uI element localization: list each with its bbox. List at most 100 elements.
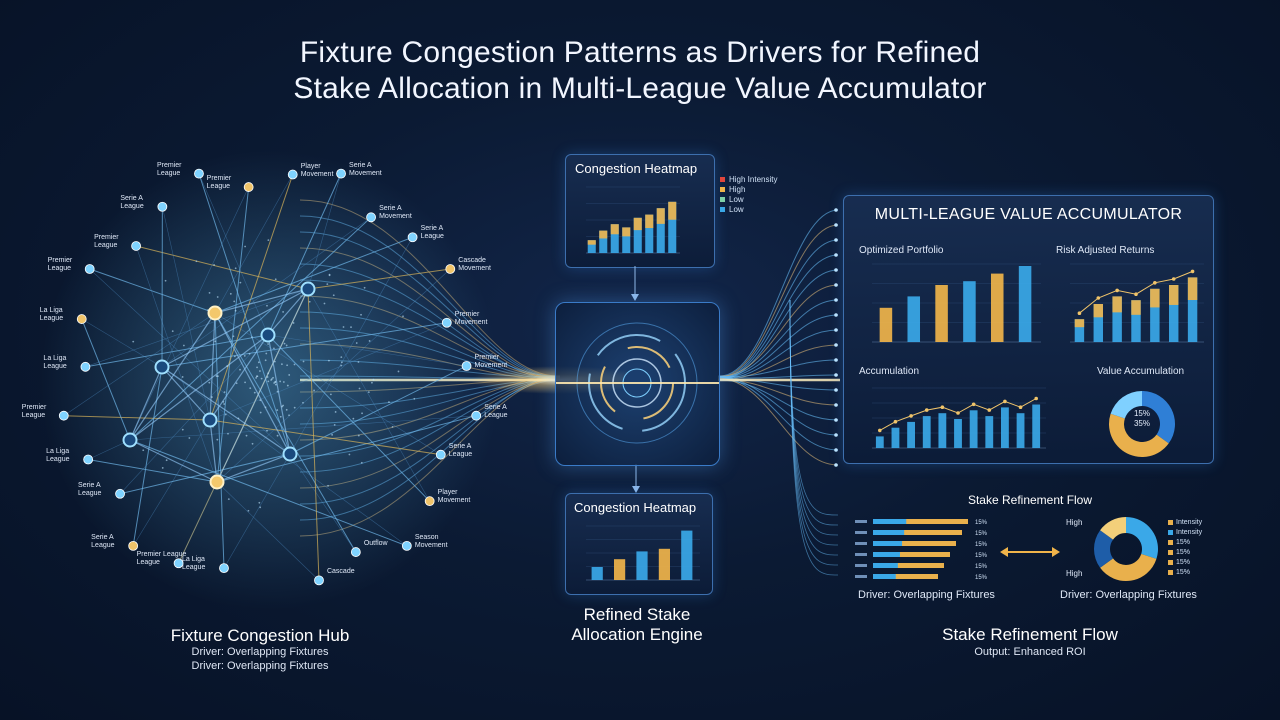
stake-flow-title: Stake Refinement Flow xyxy=(950,493,1110,507)
trend-point xyxy=(1078,311,1082,315)
legend-swatch xyxy=(1168,570,1173,575)
hub-sparkle xyxy=(223,403,225,405)
hub-sparkle xyxy=(225,414,227,416)
hub-sparkle xyxy=(352,418,354,420)
hub-sparkle xyxy=(413,398,415,400)
chart-bar xyxy=(659,549,670,580)
hub-sparkle xyxy=(402,315,404,317)
flow-endpoint xyxy=(834,328,838,332)
hub-node-label: La Liga League xyxy=(43,355,66,371)
hub-sparkle xyxy=(350,326,352,328)
chart-bar-segment xyxy=(634,218,642,230)
hub-sparkle xyxy=(398,371,400,373)
trend-point xyxy=(972,403,976,407)
trend-point xyxy=(1172,277,1176,281)
hub-sparkle xyxy=(329,274,331,276)
hub-sparkle xyxy=(172,330,174,332)
stake-bar-pct: 15% xyxy=(975,520,988,526)
hub-node-label: Cascade Movement xyxy=(458,257,491,273)
hub-node-label: Premier League xyxy=(207,175,232,191)
trend-point xyxy=(878,429,882,433)
arrow-down-bottom xyxy=(626,464,646,494)
donut-text-1: 15% xyxy=(1106,409,1178,418)
hub-sparkle xyxy=(356,342,358,344)
hub-node xyxy=(244,183,253,192)
legend-swatch xyxy=(1168,530,1173,535)
stake-bar-segment xyxy=(896,574,938,579)
trend-point xyxy=(1134,292,1138,296)
flow-line xyxy=(718,300,838,377)
legend-text: 15% xyxy=(1176,539,1190,546)
hub-node xyxy=(85,265,94,274)
flow-endpoint xyxy=(834,343,838,347)
optimized-portfolio-label: Optimized Portfolio xyxy=(859,245,943,256)
hub-sparkle xyxy=(274,381,276,383)
trend-point xyxy=(925,408,929,412)
hub-sparkle xyxy=(233,335,235,337)
hub-caption: Fixture Congestion Hub xyxy=(120,626,400,646)
hub-sparkle xyxy=(286,364,288,366)
heatmap-legend-2: High xyxy=(720,185,745,194)
chart-bar xyxy=(991,274,1004,342)
hub-node-label: Serie A League xyxy=(449,443,472,459)
hub-sparkle xyxy=(259,370,261,372)
hub-sparkle xyxy=(358,361,360,363)
hub-sparkle xyxy=(361,462,363,464)
hub-sparkle xyxy=(132,341,134,343)
hub-sparkle xyxy=(282,405,284,407)
hub-node-label: Premier Movement xyxy=(455,311,488,327)
flow-endpoint xyxy=(834,223,838,227)
hub-sparkle xyxy=(188,437,190,439)
legend-text: Intensity xyxy=(1176,519,1202,526)
stake-bar-segment xyxy=(898,563,944,568)
hub-node xyxy=(337,169,346,178)
flow-endpoint xyxy=(834,238,838,242)
hub-node-label: Premier Movement xyxy=(475,354,508,370)
heatmap-legend-4: Low xyxy=(720,205,744,214)
flow-endpoint xyxy=(834,253,838,257)
hub-sparkle xyxy=(162,467,164,469)
hub-sparkle xyxy=(326,283,328,285)
accumulation-label: Accumulation xyxy=(859,366,919,377)
flow-endpoint xyxy=(834,403,838,407)
hub-sparkle xyxy=(165,280,167,282)
hub-sparkle xyxy=(274,361,276,363)
double-arrow-icon xyxy=(1000,545,1060,559)
chart-bar-segment xyxy=(599,231,607,239)
trend-point xyxy=(1096,296,1100,300)
hub-sparkle xyxy=(273,382,275,384)
hub-sparkle xyxy=(287,385,289,387)
hub-core-node xyxy=(211,476,224,489)
stake-legend-item: Intensity xyxy=(1168,527,1202,537)
chart-bar-segment xyxy=(611,224,619,234)
donut-text-2: 35% xyxy=(1106,419,1178,428)
hub-node-label: Serie A Movement xyxy=(379,205,412,221)
hub-node-label: Serie A Movement xyxy=(349,162,382,178)
chart-bar xyxy=(985,416,993,448)
hub-node xyxy=(446,265,455,274)
chart-bar xyxy=(681,531,692,580)
hub-sparkle xyxy=(368,391,370,393)
hub-sparkle xyxy=(252,443,254,445)
hub-sparkle xyxy=(196,260,198,262)
hub-sparkle xyxy=(258,502,260,504)
chart-bar xyxy=(614,559,625,580)
hub-sparkle xyxy=(302,402,304,404)
heatmap-bottom-title: Congestion Heatmap xyxy=(574,500,696,515)
hub-node xyxy=(158,202,167,211)
heatmap-legend-3: Low xyxy=(720,195,744,204)
hub-sparkle xyxy=(267,380,269,382)
stake-bar-segment xyxy=(902,541,956,546)
hub-sparkle xyxy=(239,282,241,284)
hub-sparkle xyxy=(328,360,330,362)
chart-bar-segment xyxy=(657,208,665,224)
legend-swatch xyxy=(1168,560,1173,565)
hub-sparkle xyxy=(227,433,229,435)
hub-sparkle xyxy=(233,301,235,303)
hub-sparkle xyxy=(343,326,345,328)
hub-sparkle xyxy=(283,381,285,383)
hub-node xyxy=(116,489,125,498)
hub-sparkle xyxy=(217,375,219,377)
stake-legend: IntensityIntensity15%15%15%15% xyxy=(1168,517,1202,577)
hub-sparkle xyxy=(260,412,262,414)
